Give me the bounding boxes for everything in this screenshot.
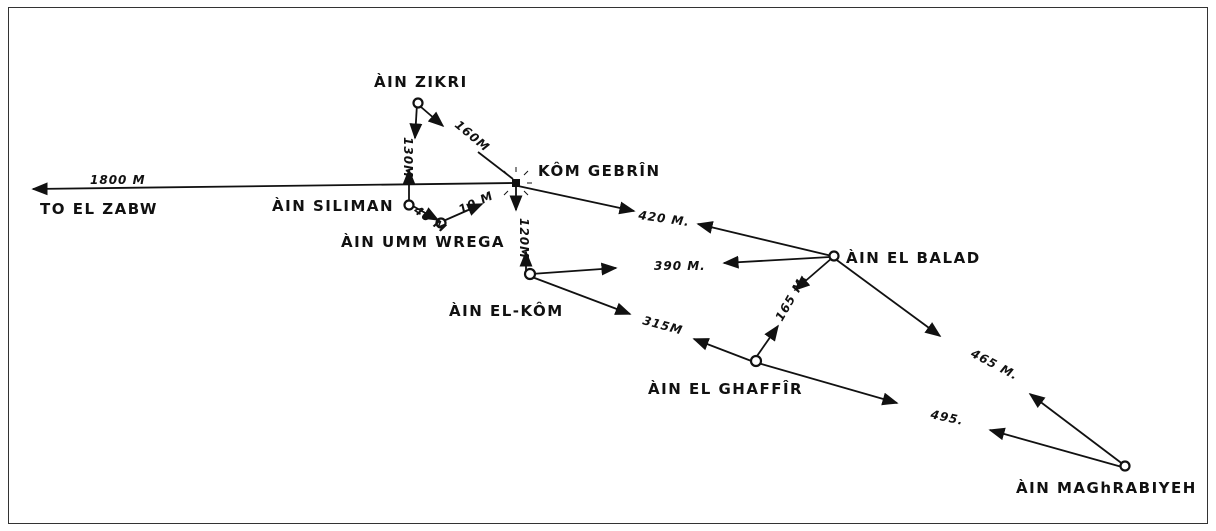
kom-gebrin-marker [500, 167, 532, 198]
dist-zikri-kom: 160M [452, 118, 492, 155]
dist-kom-balad: 420 M. [637, 208, 691, 229]
route-zikri-kom-arrow [420, 106, 445, 128]
dist-balad-magh: 465 M. [968, 346, 1021, 383]
route-balad-kom [696, 221, 833, 257]
label-ain-el-balad: ÀIN EL BALAD [846, 248, 981, 267]
ain-umm-wrega-marker [435, 217, 447, 229]
dist-zabw: 1800 M [90, 173, 146, 187]
dist-zikri-siliman: 130M [401, 137, 415, 178]
route-balad-magh [833, 257, 942, 337]
dist-umm-kom: 10 M [456, 188, 495, 216]
ain-el-ghaffir-marker [749, 354, 763, 368]
route-ghaffir-magh [757, 362, 899, 406]
label-ain-el-kom: ÀIN EL-KÔM [449, 301, 564, 320]
route-to-el-zabw [31, 182, 516, 196]
dist-elkom-balad: 390 M. [654, 259, 706, 273]
route-magh-ghaffir [988, 427, 1123, 468]
label-ain-umm-wrega: ÀIN UMM WREGA [341, 232, 505, 251]
ain-siliman-marker [403, 199, 415, 211]
route-umm-kom [440, 203, 484, 223]
dist-ghaffir-balad: 165 M. [772, 272, 810, 324]
dist-ghaffir-magh: 495. [928, 407, 965, 428]
route-zikri-down [409, 103, 423, 140]
route-elkom-balad [530, 262, 618, 276]
ain-el-balad-marker [828, 250, 840, 262]
dist-elkom-ghaffir: 315M [641, 313, 684, 337]
label-ain-zikri: ÀIN ZIKRI [374, 72, 468, 91]
label-ain-siliman: ÀIN SILIMAN [272, 196, 394, 215]
dist-kom-elkom: 120M [517, 218, 531, 259]
ain-maghrabiyeh-marker [1119, 460, 1131, 472]
route-magh-balad [1028, 393, 1125, 466]
route-ghaffir-balad [756, 324, 779, 357]
route-elkom-ghaffir [531, 276, 632, 315]
ain-zikri-marker [412, 97, 424, 109]
route-siliman-umm [410, 204, 440, 221]
route-ghaffir-elkom [692, 338, 755, 363]
dist-siliman-umm: 40 M [410, 202, 449, 235]
ain-el-kom-marker [523, 267, 537, 281]
route-balad-ghaffir [793, 257, 833, 292]
label-kom-gebrin: KÔM GEBRÎN [538, 161, 661, 180]
label-ain-maghrabiyeh: ÀIN MAGhRABIYEH [1016, 478, 1197, 497]
label-to-el-zabw: TO EL ZABW [40, 200, 158, 218]
label-ain-el-ghaffir: ÀIN EL GHAFFÎR [648, 379, 803, 398]
route-balad-elkom [722, 255, 831, 269]
route-kom-balad [517, 185, 636, 215]
